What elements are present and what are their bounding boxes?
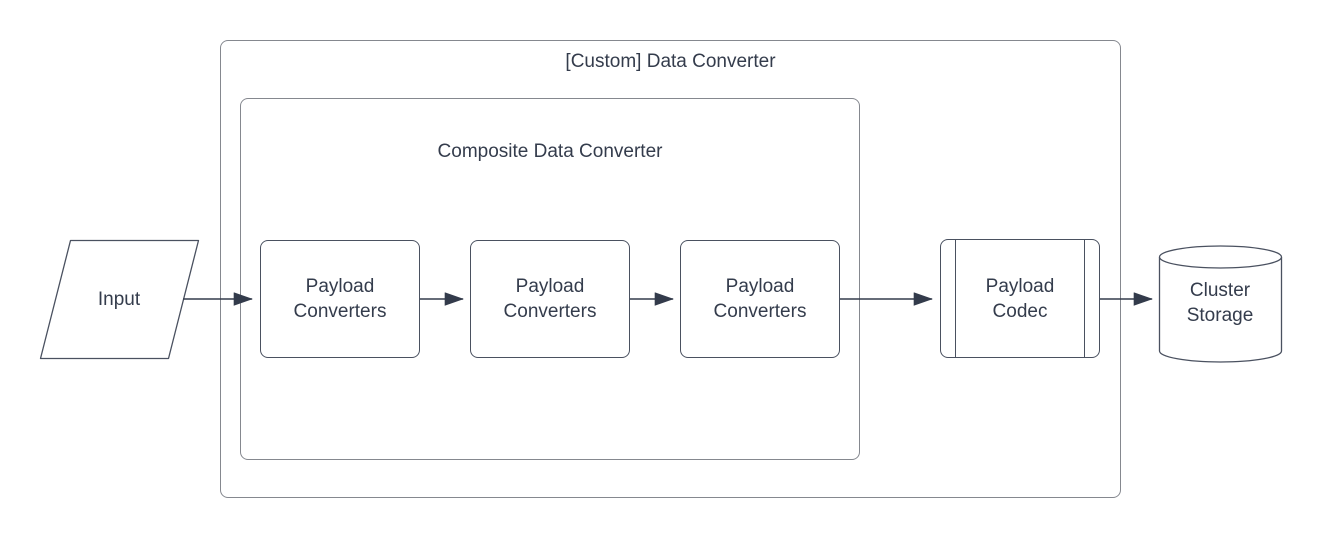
payload-codec-node: Payload Codec bbox=[940, 239, 1100, 358]
composite-data-converter-group-title: Composite Data Converter bbox=[437, 141, 663, 162]
custom-data-converter-group: [Custom] Data Converter bbox=[220, 40, 1121, 498]
payload-converters-node-2: Payload Converters bbox=[470, 240, 630, 358]
payload-converters-node-1-label: Payload Converters bbox=[293, 276, 387, 322]
custom-data-converter-group-title: [Custom] Data Converter bbox=[565, 51, 776, 72]
payload-codec-right-bar bbox=[1084, 240, 1085, 357]
payload-codec-node-label: Payload Codec bbox=[985, 275, 1055, 322]
payload-converters-node-3-label: Payload Converters bbox=[713, 276, 807, 322]
input-node-label: Input bbox=[97, 288, 141, 310]
composite-data-converter-group: Composite Data Converter bbox=[240, 98, 860, 460]
cluster-storage-node-label: Cluster Storage bbox=[1186, 280, 1254, 326]
payload-codec-left-bar bbox=[955, 240, 956, 357]
payload-converters-node-1: Payload Converters bbox=[260, 240, 420, 358]
payload-converters-node-3: Payload Converters bbox=[680, 240, 840, 358]
cluster-storage-node-label-box: Cluster Storage bbox=[1160, 252, 1280, 354]
payload-converters-node-2-label: Payload Converters bbox=[503, 276, 597, 322]
